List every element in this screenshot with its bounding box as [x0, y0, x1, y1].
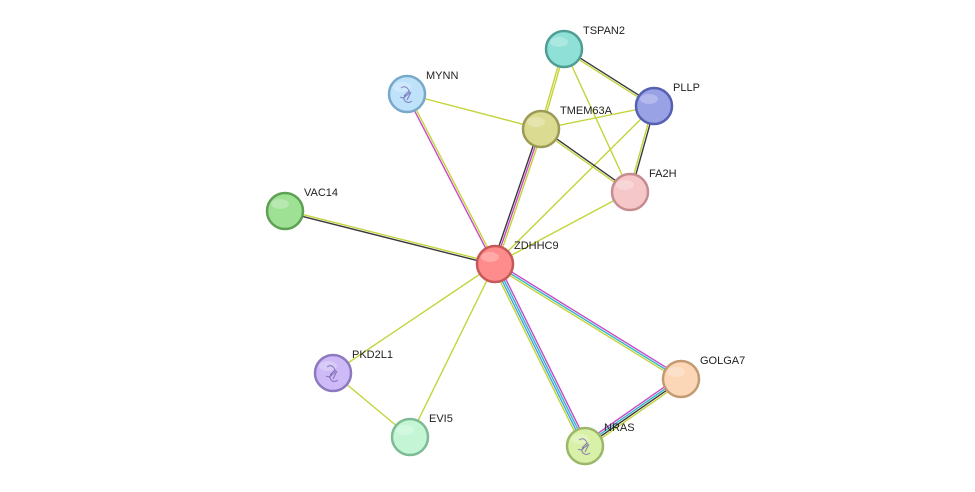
edge-strand — [495, 263, 587, 446]
node-circle[interactable] — [521, 109, 561, 149]
node-nras[interactable]: NRAS — [565, 422, 635, 466]
node-highlight — [396, 425, 414, 435]
edge-zdhhc9-nras — [491, 262, 589, 448]
edge-strand — [493, 265, 681, 382]
edge-strand — [563, 48, 631, 193]
edge-strand — [491, 265, 583, 448]
edge-strand — [494, 105, 655, 265]
node-label: PLLP — [673, 82, 700, 94]
edge-zdhhc9-golga7 — [493, 261, 683, 382]
node-circle[interactable] — [313, 353, 353, 393]
node-mynn[interactable]: MYNN — [387, 70, 458, 114]
node-label: FA2H — [649, 168, 677, 180]
node-zdhhc9[interactable]: ZDHHC9 — [475, 240, 559, 284]
node-circle[interactable] — [610, 172, 650, 212]
edge-zdhhc9-fa2h — [494, 191, 631, 265]
node-golga7[interactable]: GOLGA7 — [661, 355, 745, 399]
edge-strand — [406, 93, 542, 130]
protein-structure-icon — [325, 365, 339, 382]
node-highlight — [640, 94, 658, 104]
node-tmem63a[interactable]: TMEM63A — [521, 105, 613, 149]
node-circle[interactable] — [544, 29, 584, 69]
node-circle[interactable] — [475, 244, 515, 284]
node-tspan2[interactable]: TSPAN2 — [544, 25, 625, 69]
node-fa2h[interactable]: FA2H — [610, 168, 677, 212]
edge-tspan2-fa2h — [563, 48, 631, 193]
node-label: TSPAN2 — [583, 25, 625, 37]
protein-structure-icon — [577, 438, 591, 455]
edge-nras-golga7 — [582, 375, 684, 450]
node-label: VAC14 — [304, 187, 338, 199]
node-label: MYNN — [426, 70, 458, 82]
node-pkd2l1[interactable]: PKD2L1 — [313, 349, 393, 393]
edge-zdhhc9-vac14 — [284, 209, 496, 266]
node-evi5[interactable]: EVI5 — [390, 413, 453, 457]
edge-mynn-tmem63a — [406, 93, 542, 130]
node-circle[interactable] — [565, 426, 605, 466]
edge-strand — [496, 129, 544, 265]
edge-strand — [494, 263, 682, 380]
edge-zdhhc9-evi5 — [409, 263, 496, 438]
edge-zdhhc9-tmem63a — [492, 128, 544, 265]
edge-strand — [494, 191, 631, 265]
node-circle[interactable] — [661, 359, 701, 399]
edge-strand — [582, 375, 680, 445]
edge-strand — [285, 209, 496, 264]
node-highlight — [271, 199, 289, 209]
edge-strand — [585, 379, 682, 448]
node-circle[interactable] — [265, 191, 305, 231]
node-circle[interactable] — [634, 86, 674, 126]
edge-strand — [332, 263, 496, 374]
node-circle[interactable] — [390, 417, 430, 457]
edge-zdhhc9-mynn — [405, 93, 497, 265]
edge-strand — [492, 128, 540, 264]
node-vac14[interactable]: VAC14 — [265, 187, 338, 231]
edge-strand — [586, 380, 684, 450]
node-label: EVI5 — [429, 413, 453, 425]
edge-strand — [409, 263, 496, 438]
node-pllp[interactable]: PLLP — [634, 82, 700, 126]
node-highlight — [616, 180, 634, 190]
edge-strand — [584, 377, 681, 446]
edge-strand — [495, 261, 683, 378]
edge-strand — [407, 93, 497, 264]
edge-zdhhc9-pllp — [494, 105, 655, 265]
edge-strand — [405, 94, 495, 265]
edge-zdhhc9-pkd2l1 — [332, 263, 496, 374]
protein-structure-icon — [399, 86, 413, 103]
node-highlight — [667, 367, 685, 377]
node-highlight — [527, 117, 545, 127]
node-label: GOLGA7 — [700, 355, 745, 367]
edge-strand — [493, 264, 585, 447]
edge-strand — [497, 262, 589, 445]
edge-strand — [494, 128, 542, 265]
node-label: TMEM63A — [560, 105, 613, 117]
node-label: NRAS — [604, 422, 635, 434]
node-highlight — [481, 252, 499, 262]
edge-strand — [284, 211, 495, 266]
node-label: ZDHHC9 — [514, 240, 559, 252]
node-label: PKD2L1 — [352, 349, 393, 361]
node-circle[interactable] — [387, 74, 427, 114]
node-highlight — [550, 37, 568, 47]
